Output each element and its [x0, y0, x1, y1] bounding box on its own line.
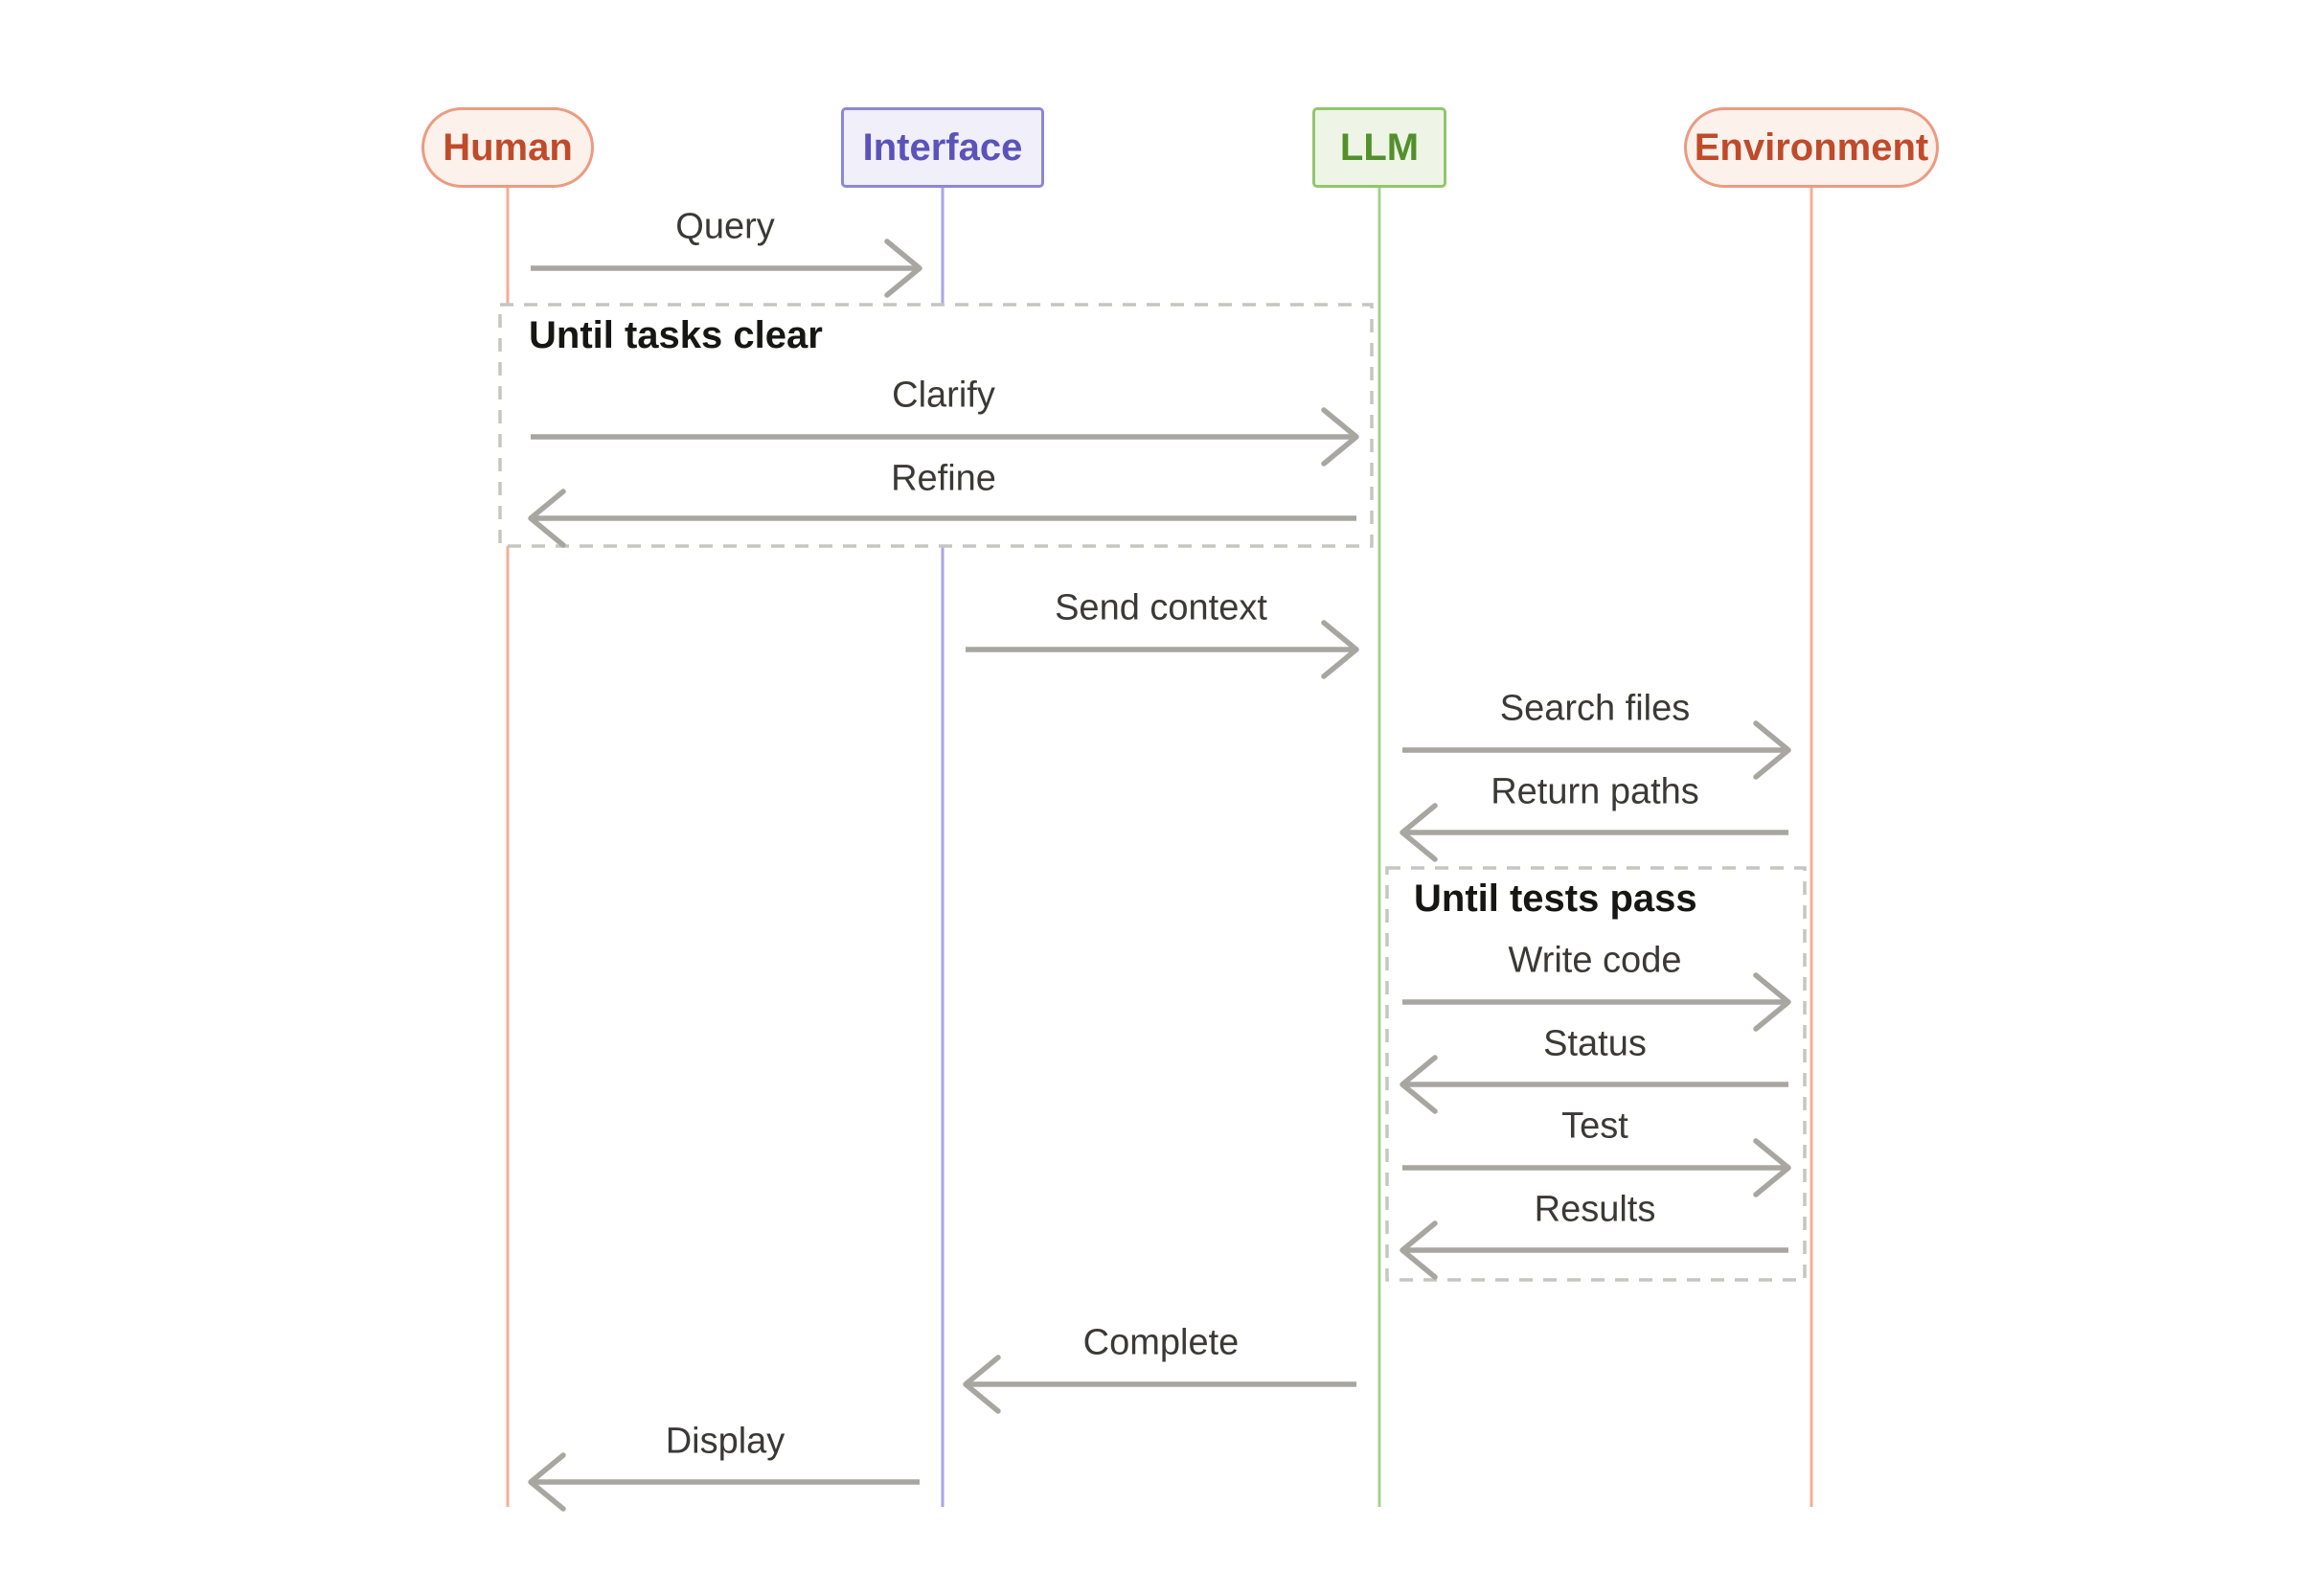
- arrow-return-paths: [1400, 803, 1788, 862]
- loop-title-until-tasks-clear: Until tasks clear: [529, 314, 823, 356]
- message-label-write-code: Write code: [1508, 940, 1682, 981]
- arrowhead-left: [1400, 1220, 1438, 1280]
- actor-environment-label: Environment: [1694, 125, 1929, 169]
- message-label-status: Status: [1543, 1023, 1647, 1064]
- actor-environment: Environment: [1684, 107, 1939, 188]
- arrowhead-right: [1753, 720, 1791, 780]
- arrow-test: [1402, 1138, 1791, 1197]
- arrowhead-right: [1753, 1138, 1791, 1197]
- arrow-refine: [528, 489, 1356, 548]
- arrow-results: [1400, 1220, 1788, 1280]
- arrow-status: [1400, 1055, 1788, 1114]
- arrow-complete: [963, 1355, 1356, 1414]
- loop-box-until-tests-pass: [1385, 866, 1807, 1282]
- loop-box-until-tasks-clear: [498, 303, 1374, 548]
- actor-interface-label: Interface: [862, 125, 1023, 169]
- message-label-clarify: Clarify: [892, 375, 995, 416]
- arrow-display: [528, 1452, 920, 1512]
- arrowhead-right: [1321, 407, 1359, 467]
- arrowhead-right: [884, 239, 922, 298]
- arrow-search-files: [1402, 720, 1791, 780]
- message-label-search-files: Search files: [1499, 688, 1691, 729]
- message-label-query: Query: [675, 206, 775, 247]
- message-label-complete: Complete: [1082, 1322, 1240, 1363]
- actor-llm: LLM: [1312, 107, 1446, 188]
- actor-human-label: Human: [443, 125, 573, 169]
- message-label-send-context: Send context: [1055, 587, 1267, 628]
- loop-title-until-tests-pass: Until tests pass: [1414, 878, 1697, 920]
- arrow-query: [531, 239, 922, 298]
- arrow-write-code: [1402, 972, 1791, 1032]
- arrowhead-left: [528, 489, 566, 548]
- arrow-send-context: [966, 620, 1359, 679]
- message-label-display: Display: [665, 1421, 785, 1462]
- message-label-refine: Refine: [891, 458, 996, 499]
- message-label-test: Test: [1561, 1106, 1628, 1147]
- actor-llm-label: LLM: [1339, 125, 1420, 169]
- arrowhead-left: [1400, 803, 1438, 862]
- actor-human: Human: [421, 107, 594, 188]
- actor-interface: Interface: [841, 107, 1044, 188]
- arrowhead-left: [528, 1452, 566, 1512]
- arrowhead-left: [1400, 1055, 1438, 1114]
- arrowhead-right: [1753, 972, 1791, 1032]
- arrow-clarify: [531, 407, 1359, 467]
- message-label-results: Results: [1534, 1189, 1656, 1230]
- arrowhead-left: [963, 1355, 1001, 1414]
- message-label-return-paths: Return paths: [1491, 771, 1699, 812]
- arrowhead-right: [1321, 620, 1359, 679]
